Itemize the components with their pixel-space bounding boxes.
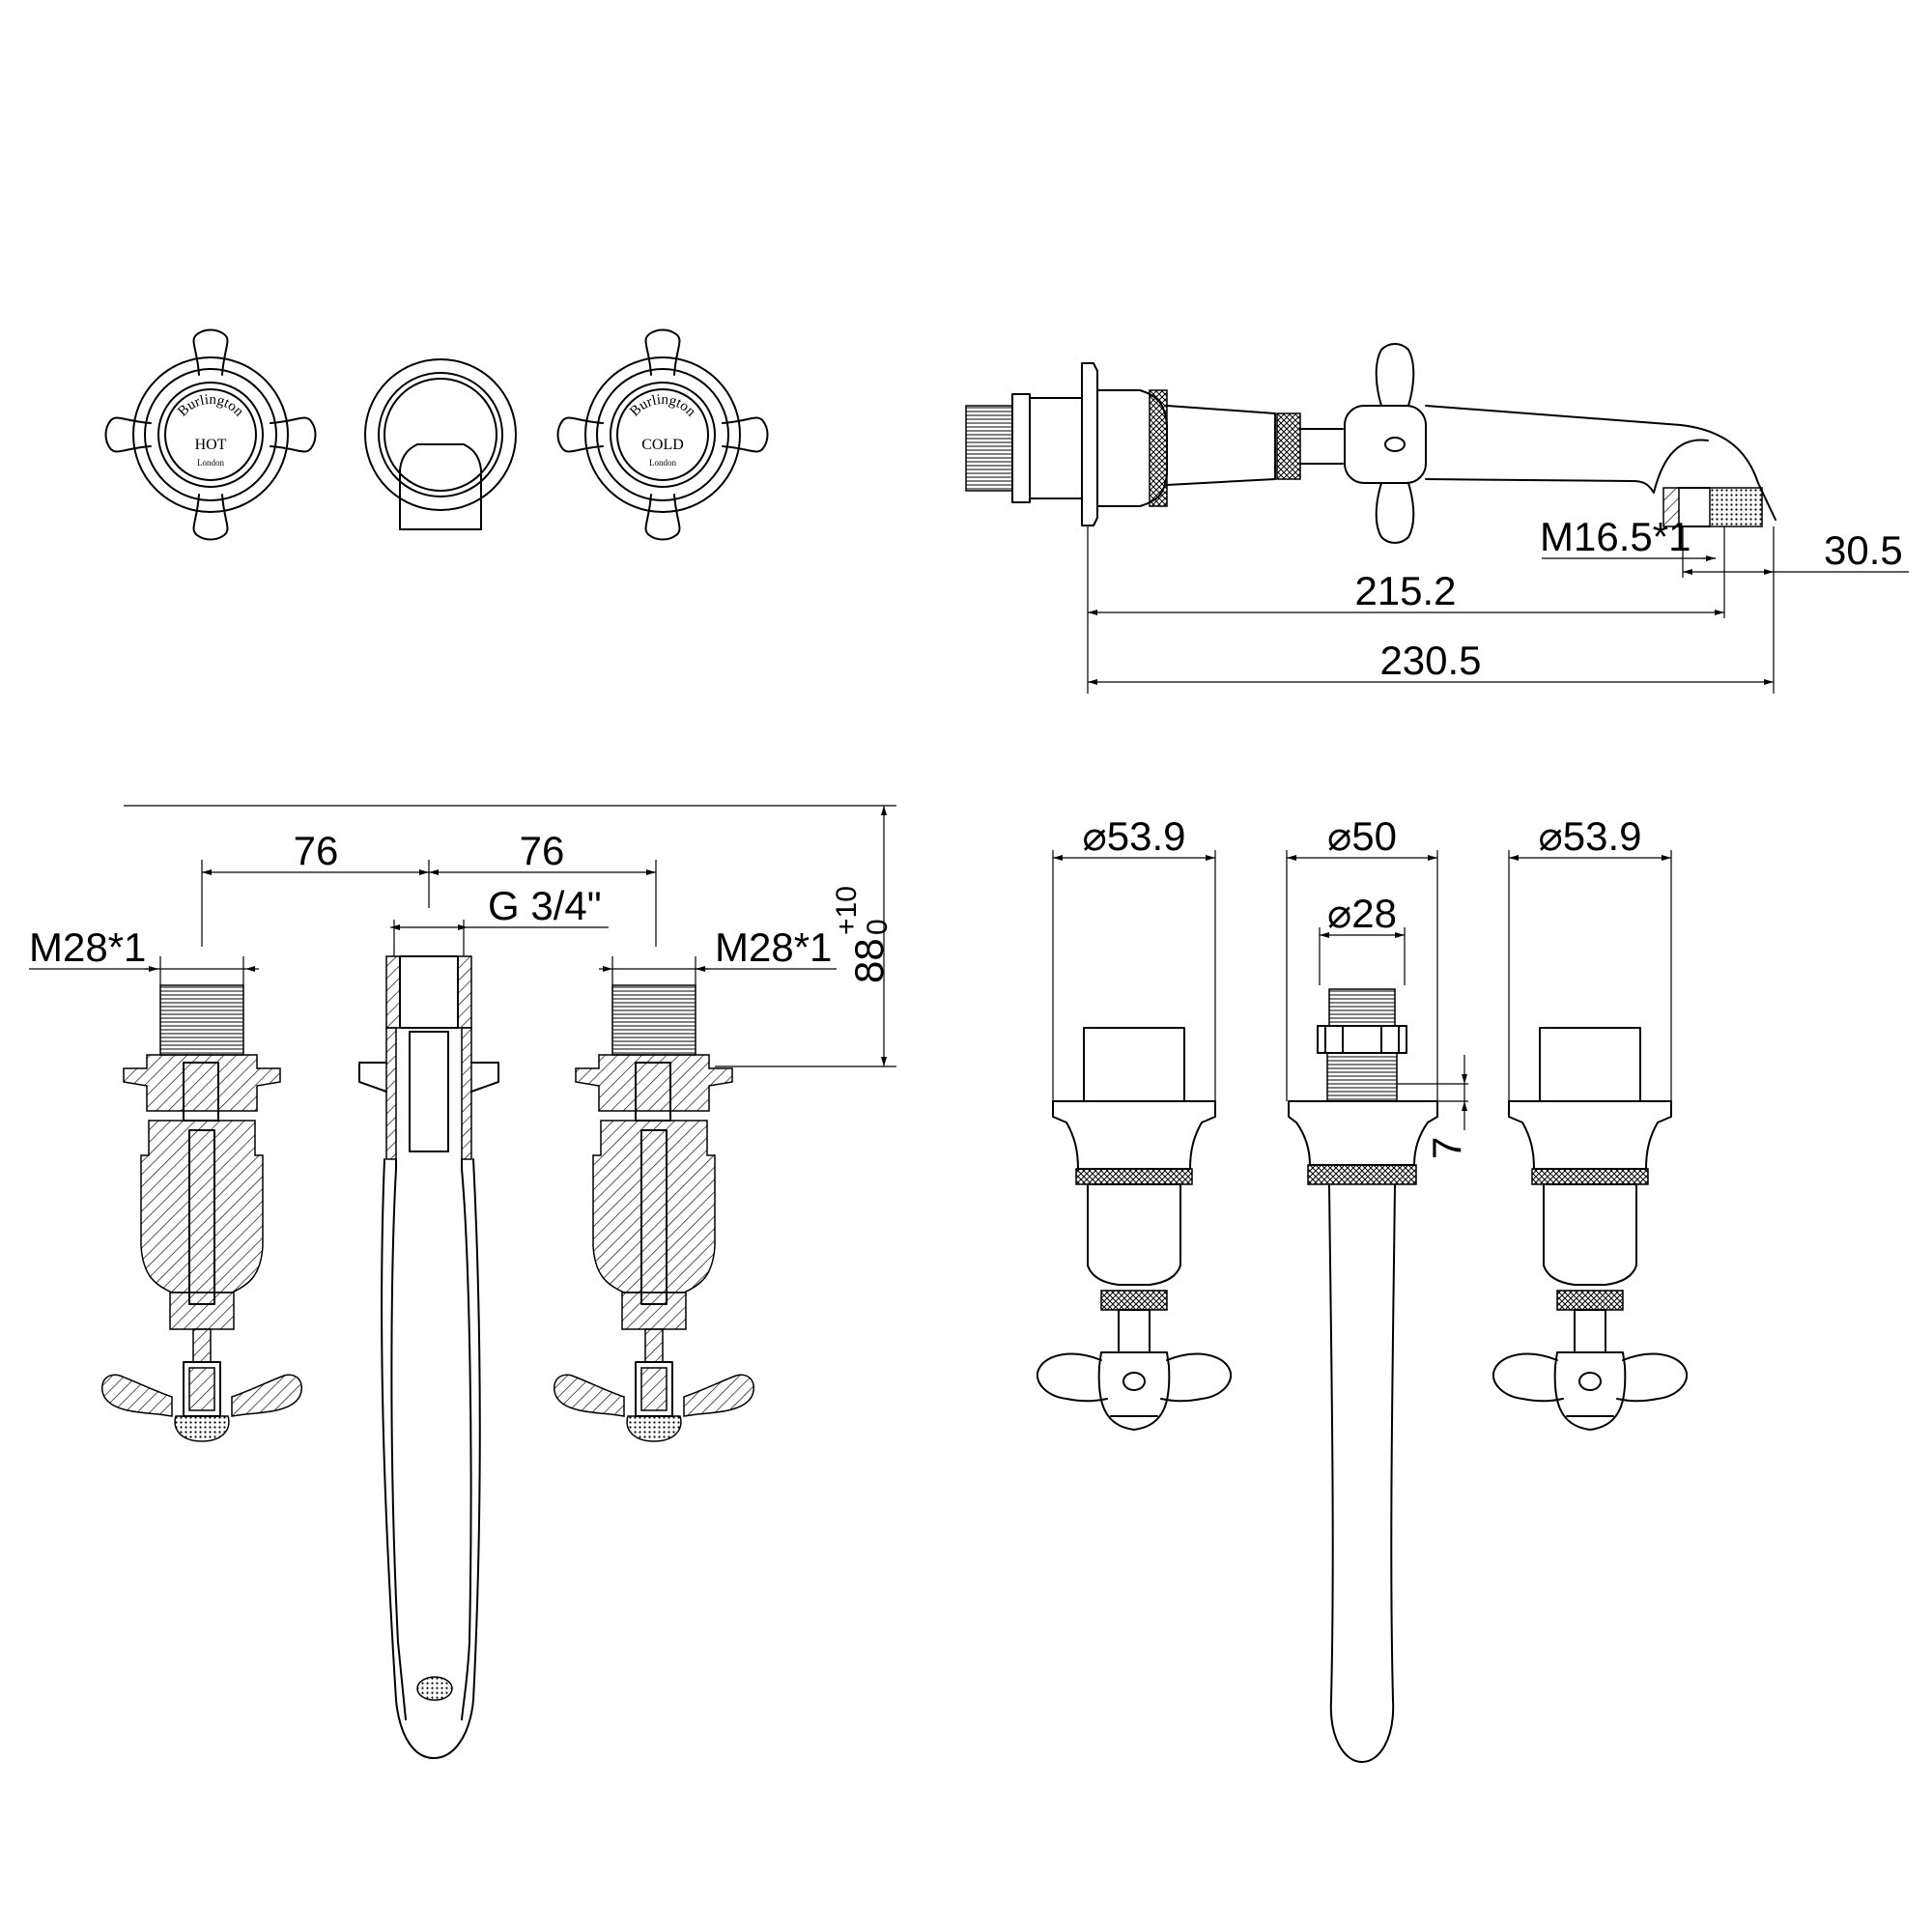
side-view: M16.5*1 30.5 215.2 230.5: [965, 343, 1909, 694]
cold-valve-section: [553, 984, 755, 1442]
spout-flange-diameter-label: ⌀50: [1327, 813, 1397, 859]
depth-tolerance-lower: 0: [862, 919, 894, 935]
spout-inlet-diameter-label: ⌀28: [1327, 891, 1397, 936]
valve-thread-left-label: M28*1: [29, 924, 146, 970]
cold-label: COLD: [641, 437, 684, 453]
cold-handle-plan: Burlington COLD London: [556, 328, 769, 541]
hot-handle-front: [1037, 1027, 1232, 1431]
projection-to-outlet-label: 215.2: [1354, 568, 1456, 613]
hot-label: HOT: [195, 437, 227, 453]
spout-section: [358, 955, 499, 1759]
depth-value-label: 88: [846, 938, 892, 983]
spacing-right-label: 76: [520, 828, 565, 873]
cold-handle-front: [1492, 1027, 1688, 1431]
total-projection-label: 230.5: [1379, 638, 1481, 683]
spout-plan: [364, 358, 517, 530]
thread-length-label: 7: [1424, 1137, 1469, 1159]
hot-valve-section: [100, 984, 303, 1442]
spout-front: 7: [1288, 988, 1469, 1763]
aerator-outlet: [1709, 487, 1763, 527]
knurled-ring: [1149, 389, 1168, 507]
hot-handle-plan: Burlington HOT London: [104, 328, 317, 541]
inlet-thread: [965, 405, 1013, 492]
inlet-thread-label: G 3/4": [488, 883, 602, 928]
plan-view: Burlington HOT London Burlington COLD Lo…: [104, 328, 769, 541]
cold-flange-diameter-label: ⌀53.9: [1538, 813, 1641, 859]
cold-city-text: London: [649, 458, 676, 468]
hot-city-text: London: [197, 458, 224, 468]
spindle-knurl: [1276, 412, 1301, 480]
spacing-left-label: 76: [294, 828, 339, 873]
front-view: ⌀53.9 ⌀50 ⌀28 ⌀53.9: [1037, 813, 1688, 1763]
outlet-thread-label: M16.5*1: [1540, 514, 1690, 559]
valve-thread-right-label: M28*1: [715, 924, 832, 970]
outlet-width-label: 30.5: [1824, 527, 1903, 573]
section-view: 88 +10 0 76 76 G 3/4" M28*1 M28*1: [29, 805, 896, 1759]
depth-tolerance-upper: +10: [831, 886, 863, 935]
hot-flange-diameter-label: ⌀53.9: [1082, 813, 1185, 859]
